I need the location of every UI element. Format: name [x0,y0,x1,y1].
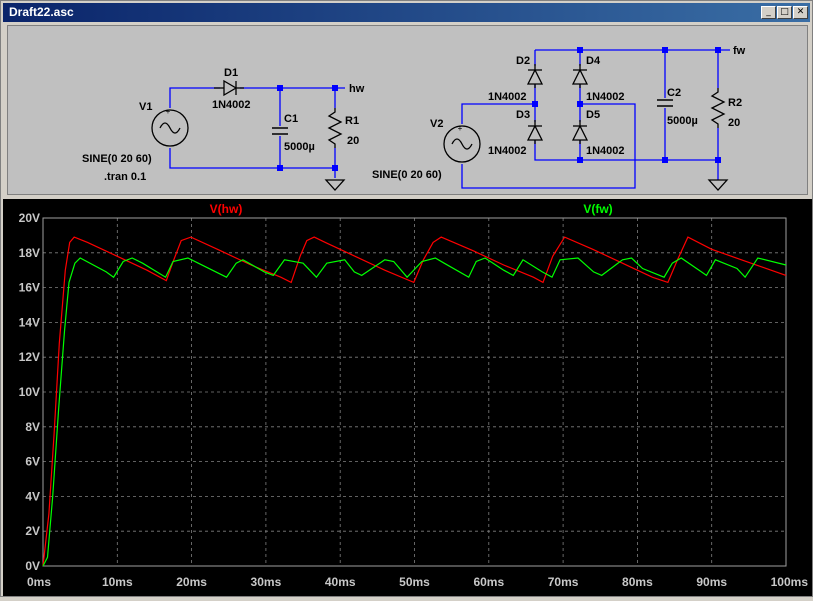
v2-name: V2 [430,118,443,130]
net-label-fw: fw [733,45,746,57]
x-tick-label: 40ms [325,575,356,589]
x-tick-label: 50ms [399,575,430,589]
net-label-hw: hw [349,83,365,95]
trace-label-vfw[interactable]: V(fw) [583,202,612,216]
x-tick-label: 20ms [176,575,207,589]
plot-frame [42,217,787,567]
diode-d1[interactable] [214,79,244,97]
ground-symbol [324,179,729,191]
trace-vhw[interactable] [42,236,787,567]
d5-name: D5 [586,109,600,121]
c1-name: C1 [284,113,298,125]
capacitor-c1[interactable] [272,127,288,135]
y-tick-label: 2V [25,524,40,538]
d2-model: 1N4002 [488,91,527,103]
diode-d5[interactable] [571,120,589,144]
r2-value: 20 [728,117,740,129]
y-tick-label: 16V [19,281,40,295]
schematic-wires [169,49,730,189]
v1-name: V1 [139,101,152,113]
waveform-plot[interactable]: 0V 2V 4V 6V 8V 10V 12V 14V 16V 18V 20V 0ms 10ms 20ms… [3,199,812,596]
diode-d3[interactable] [526,120,544,144]
close-button[interactable]: ✕ [793,6,808,19]
d2-name: D2 [516,55,530,67]
voltage-source-v1[interactable]: + [151,107,189,147]
c1-value: 5000µ [284,141,315,153]
title-bar[interactable]: Draft22.asc _ □ ✕ [3,3,810,22]
v2-value: SINE(0 20 60) [372,169,442,181]
c2-name: C2 [667,87,681,99]
diode-d4[interactable] [571,64,589,88]
d1-name: D1 [224,67,238,79]
maximize-button[interactable]: □ [777,6,792,19]
x-tick-label: 10ms [102,575,133,589]
diode-d2[interactable] [526,64,544,88]
x-tick-label: 60ms [473,575,504,589]
v1-value: SINE(0 20 60) [82,153,152,165]
trace-label-vhw[interactable]: V(hw) [210,202,243,216]
plot-traces [42,236,787,567]
junction-dots [277,47,721,171]
y-tick-label: 8V [25,420,40,434]
y-tick-label: 18V [19,246,40,260]
capacitor-c2[interactable] [657,99,673,107]
window-title: Draft22.asc [9,5,74,19]
svg-text:+: + [458,124,463,133]
y-tick-label: 20V [19,211,40,225]
plot-grid [43,218,786,566]
svg-text:+: + [166,107,171,116]
d3-model: 1N4002 [488,145,527,157]
resistor-r2[interactable] [710,88,726,128]
y-axis-ticks: 0V 2V 4V 6V 8V 10V 12V 14V 16V 18V 20V [19,211,40,573]
x-tick-label: 90ms [696,575,727,589]
trace-vfw[interactable] [42,257,787,567]
x-tick-label: 30ms [251,575,282,589]
y-tick-label: 14V [19,315,40,329]
d4-model: 1N4002 [586,91,625,103]
x-tick-label: 70ms [548,575,579,589]
schematic-pane[interactable]: + + [7,25,808,195]
d1-model: 1N4002 [212,99,251,111]
waveform-pane[interactable]: 0V 2V 4V 6V 8V 10V 12V 14V 16V 18V 20V 0ms 10ms 20ms… [3,199,812,596]
x-axis-ticks: 0ms 10ms 20ms 30ms 40ms 50ms 60ms 70ms 80ms 90ms 1… [27,575,808,589]
r1-value: 20 [347,135,359,147]
y-tick-label: 10V [19,385,40,399]
y-tick-label: 0V [25,559,40,573]
y-tick-label: 6V [25,455,40,469]
r2-name: R2 [728,97,742,109]
c2-value: 5000µ [667,115,698,127]
x-tick-label: 80ms [622,575,653,589]
schematic-canvas[interactable]: + + [8,26,807,194]
y-tick-label: 12V [19,350,40,364]
tran-directive[interactable]: .tran 0.1 [104,171,146,183]
r1-name: R1 [345,115,359,127]
y-tick-label: 4V [25,489,40,503]
d5-model: 1N4002 [586,145,625,157]
voltage-source-v2[interactable]: + [443,124,481,163]
resistor-r1[interactable] [327,108,343,148]
d3-name: D3 [516,109,530,121]
d4-name: D4 [586,55,601,67]
x-tick-label: 0ms [27,575,51,589]
x-tick-label: 100ms [771,575,809,589]
minimize-button[interactable]: _ [761,6,776,19]
